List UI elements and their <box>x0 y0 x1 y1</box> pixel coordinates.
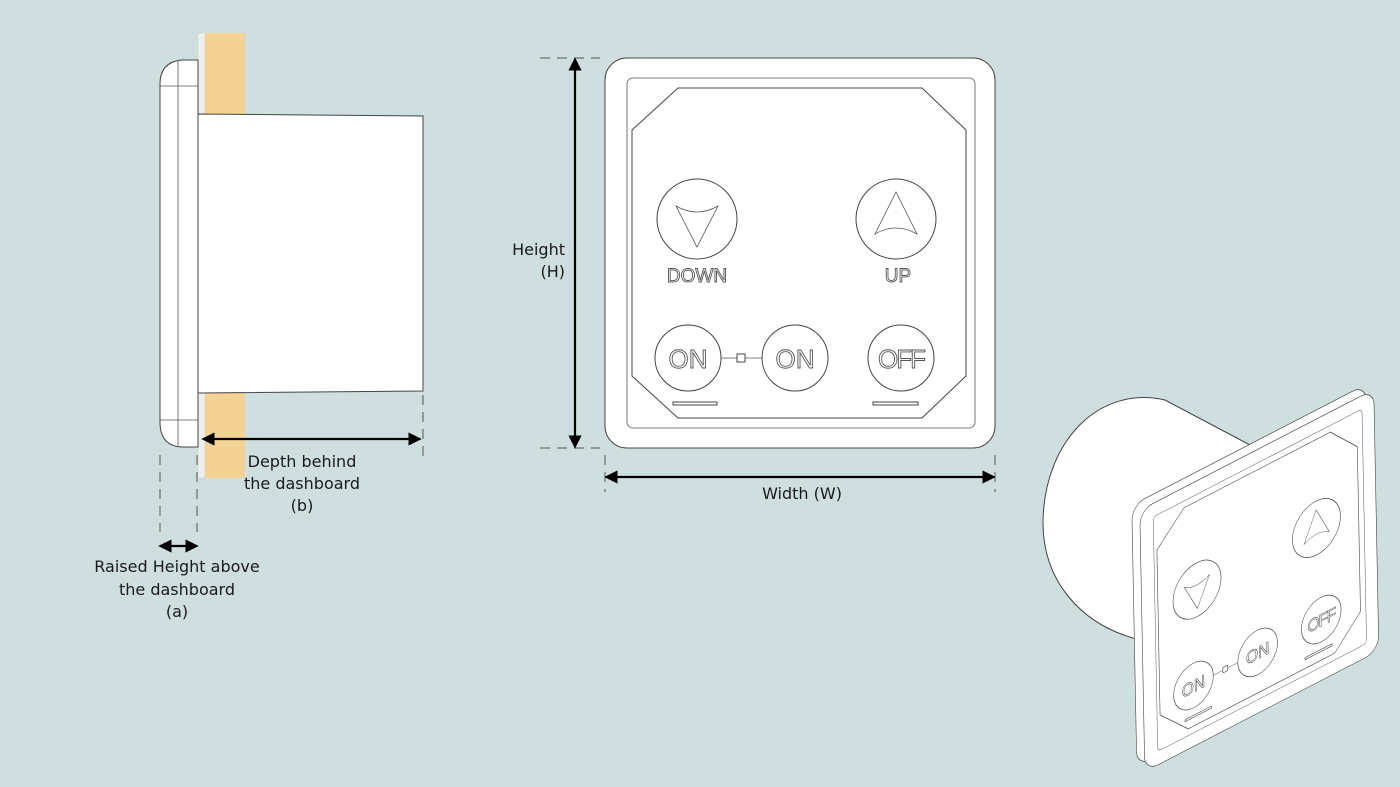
width-label: Width (W) <box>762 484 842 503</box>
depth-label-line1: Depth behind <box>248 452 357 471</box>
up-arrow-icon <box>874 191 918 236</box>
depth-label-line3: (b) <box>291 496 314 515</box>
off-label: OFF <box>878 344 925 374</box>
front-view: DOWN UP ON ON OFF Height (H) Widt <box>512 57 996 503</box>
on1-label: ON <box>669 344 708 374</box>
depth-label-line2: the dashboard <box>244 474 360 493</box>
iso-on-button-2 <box>1237 627 1278 678</box>
on2-label: ON <box>776 344 815 374</box>
on-link-node <box>736 353 746 363</box>
off-indicator-bar <box>872 401 919 406</box>
up-button: UP <box>855 178 937 287</box>
side-view: Depth behind the dashboard (b) Raised He… <box>94 32 424 621</box>
off-button: OFF <box>867 324 935 392</box>
on-indicator-bar <box>672 401 718 406</box>
iso-up-arrow-icon <box>1303 509 1330 546</box>
raised-label-line1: Raised Height above <box>94 557 259 576</box>
iso-off-button <box>1301 594 1342 645</box>
isometric-view: ON ON OFF <box>1042 389 1379 767</box>
down-label: DOWN <box>667 266 727 287</box>
on-button-2: ON <box>761 324 829 392</box>
raised-label-line2: the dashboard <box>119 580 235 599</box>
down-button: DOWN <box>656 178 738 287</box>
bezel-side <box>159 59 199 448</box>
height-label: Height <box>512 240 565 259</box>
device-body <box>197 113 424 394</box>
iso-down-arrow-icon <box>1183 573 1211 610</box>
iso-up-button <box>1292 498 1341 558</box>
up-label: UP <box>885 266 911 287</box>
raised-label-line3: (a) <box>166 602 188 621</box>
on-button-1: ON <box>654 324 722 392</box>
iso-panel-front: ON ON OFF <box>1139 394 1379 767</box>
iso-on-button-1 <box>1173 660 1214 711</box>
height-symbol: (H) <box>540 262 565 281</box>
front-bezel-inner <box>626 77 976 429</box>
down-arrow-icon <box>675 204 719 248</box>
